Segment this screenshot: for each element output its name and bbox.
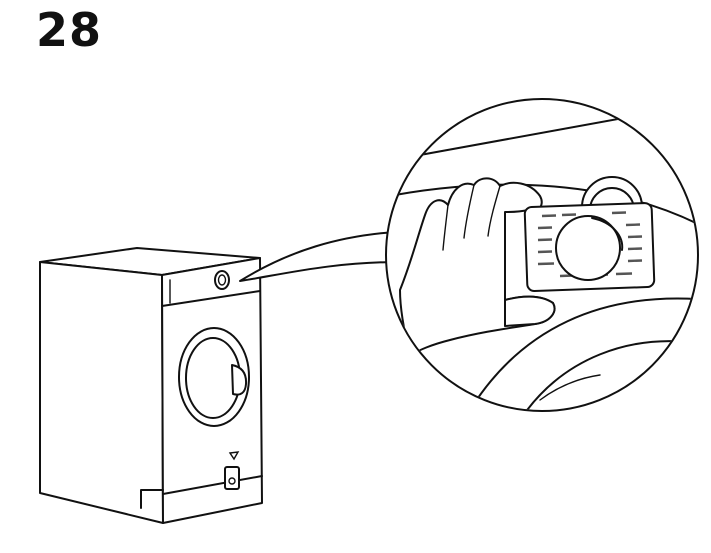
door-handle — [231, 364, 248, 396]
knob-rim-visible — [591, 217, 624, 251]
zoom-door-arc-outer — [469, 297, 697, 410]
sticker-label-icon — [523, 202, 656, 292]
machine-side — [39, 261, 164, 524]
program-knob — [214, 270, 230, 290]
callout-pointer — [239, 231, 401, 282]
machine-door — [178, 327, 250, 427]
zoom-panel-edge — [394, 183, 697, 226]
thumb-shape — [504, 295, 556, 327]
sticker-text-lines — [537, 211, 643, 278]
triangle-marker — [228, 451, 240, 461]
washing-machine-icon — [39, 247, 263, 524]
sticker-hole — [555, 215, 621, 281]
control-panel-line — [161, 290, 261, 307]
step-number: 28 — [36, 3, 103, 57]
kick-plate-line — [162, 475, 263, 495]
magnifier-callout-icon — [385, 98, 699, 412]
zoom-top-edge — [419, 114, 641, 156]
